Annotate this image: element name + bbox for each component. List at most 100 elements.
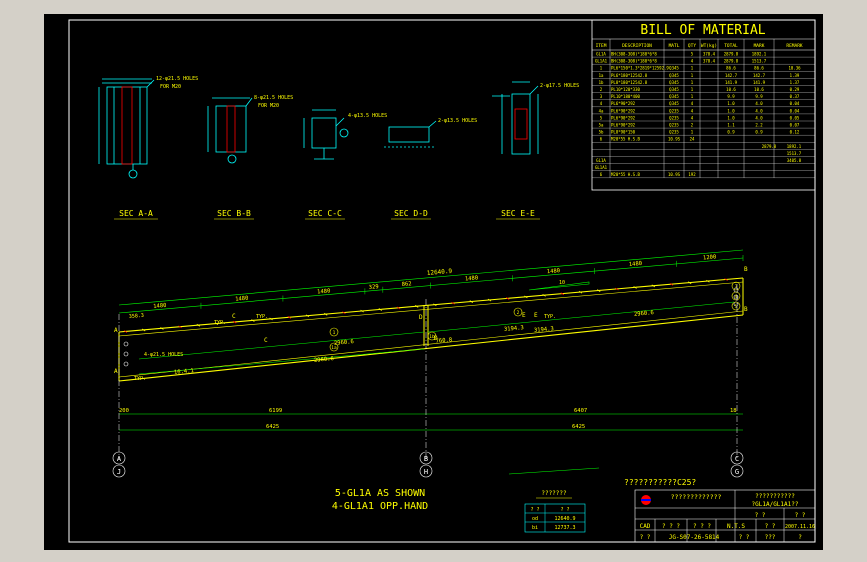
drawing-frame [68, 19, 816, 543]
bom-summary-total: 2879.8 [762, 144, 777, 149]
bom-cell: 141.9 [753, 80, 766, 85]
bottom-flange [118, 314, 744, 382]
section-label-a-a: SEC A-A [119, 209, 153, 218]
cut-a-top: A [114, 327, 118, 334]
section-a-a-note: 12-φ21.5 HOLES [156, 76, 198, 82]
bom-cell: 0.29 [790, 87, 800, 92]
section-b-b-detail [207, 97, 253, 164]
bom-cell: 378.4 [703, 59, 716, 64]
bottom-dim: 2960.6 [334, 339, 354, 347]
section-labels: SEC A-A SEC B-B SEC C-C SEC D-D SEC E-E [119, 209, 535, 218]
bom-cell: 1.1 [727, 123, 735, 128]
legend-table: ??????? ? ? ? ? od 12640.9 bi 12737.3 [524, 490, 586, 533]
mark-note-1: 5-GL1A AS SHOWN [335, 488, 425, 499]
top-segment-dim: 862 [401, 281, 411, 288]
top-segment-dim: 1480 [629, 261, 643, 268]
grid-bubble-top [730, 451, 744, 465]
bom-cell: 1 [691, 130, 694, 135]
bom-border [591, 19, 816, 191]
bom-cell: 142.7 [725, 73, 738, 78]
section-b-b-note: 8-φ21.5 HOLES [254, 95, 293, 101]
bolt-mark [578, 290, 583, 294]
bom-cell: 4 [600, 101, 603, 106]
bom-cell: 192 [688, 172, 696, 177]
bolt-mark [633, 286, 637, 289]
bom-cell: 2 [691, 123, 694, 128]
bom-header-cell: QTY [688, 43, 696, 49]
span-right-dim: 6407 [574, 408, 587, 414]
grid-label-top: B [424, 455, 428, 463]
top-overall-dim: 12640.9 [427, 268, 453, 277]
bom-cell: 5 [600, 115, 603, 120]
legend-title: ??????? [541, 490, 567, 497]
bom-cell: 1 [691, 87, 694, 92]
bom-cell: GL1A1 [595, 59, 608, 64]
typ-label-2: TYP. [256, 314, 268, 320]
bolt-mark [396, 306, 401, 310]
bom-cell: 4.0 [755, 108, 763, 113]
bolt-mark [287, 316, 292, 319]
bottom-dim-line [138, 348, 425, 375]
bom-cell: Q345 [669, 101, 679, 106]
cut-e-bottom: E [522, 312, 526, 319]
bom-cell: 10.6 [726, 87, 736, 92]
legend-row-2-key: bi [532, 525, 538, 531]
typ-label-4: TYP. [134, 376, 146, 382]
base-left-dim: 200 [119, 408, 129, 414]
bom-cell: 4 [691, 115, 694, 120]
bom-cell: 4a [599, 108, 604, 113]
bolt-marks [123, 278, 739, 367]
grid-bubble-top [419, 451, 433, 465]
bom-cell: 1a [599, 73, 604, 78]
web-dim-line-right [427, 301, 735, 333]
bom-header-cell: WT(kg) [701, 43, 717, 49]
section-e-e-detail [492, 81, 539, 155]
bom-cell: 4 [691, 101, 694, 106]
bom-columns [609, 39, 775, 178]
span-left-dim: 6199 [269, 408, 282, 414]
grid-bubble-bottom [419, 464, 433, 478]
section-notes: 12-φ21.5 HOLES FOR M20 8-φ21.5 HOLES FOR… [156, 76, 579, 124]
bom-cell: 3 [600, 94, 603, 99]
bolt-mark [542, 294, 546, 297]
part-callout [731, 291, 741, 301]
bom-cell: 1.0 [727, 115, 735, 120]
section-cut-letters: A A B B C C D D E E [114, 266, 748, 375]
bom-cell: 6 [600, 137, 603, 142]
legend-header-1: ? ? [530, 507, 539, 513]
bom-cell: Q235 [669, 115, 679, 120]
bom-cell: 2879.8 [724, 52, 739, 57]
bom-cell: 1b [599, 80, 604, 85]
bom-cell: 24 [690, 137, 695, 142]
bom-cell: 0.05 [790, 115, 800, 120]
top-flange-inner [118, 281, 744, 337]
section-c-c-detail [303, 109, 349, 160]
legend-row-1-key: od [532, 516, 538, 522]
tb-cell-5: ? ? [739, 534, 750, 541]
bom-cell: 1.0 [727, 108, 735, 113]
bolt-mark [451, 301, 455, 305]
tb-cell-1: ? ? ? [662, 523, 680, 530]
bom-cell: PL6*90*292 [611, 115, 636, 120]
typ-label-1: TYP. [214, 320, 226, 326]
bom-cell: Q235 [669, 108, 679, 113]
bom-cell: Q345 [669, 66, 679, 71]
bolt-mark [232, 320, 237, 324]
slope-label: 10 [559, 280, 565, 286]
section-b-b-note-for: FOR M20 [258, 103, 279, 109]
bom-cell: 86.6 [726, 66, 736, 71]
part-callout-label: 1 [333, 330, 336, 336]
bom-cell: 4.0 [755, 101, 763, 106]
top-segment-dim: 329 [369, 284, 379, 291]
bom-cell: 1 [691, 66, 694, 71]
bom-cell: 10.36 [788, 66, 801, 71]
top-flange [118, 277, 744, 333]
bom-cell: GL1A [596, 158, 606, 163]
bom-cell: 86.6 [754, 66, 764, 71]
bom-header-cell: MATL [669, 43, 680, 49]
